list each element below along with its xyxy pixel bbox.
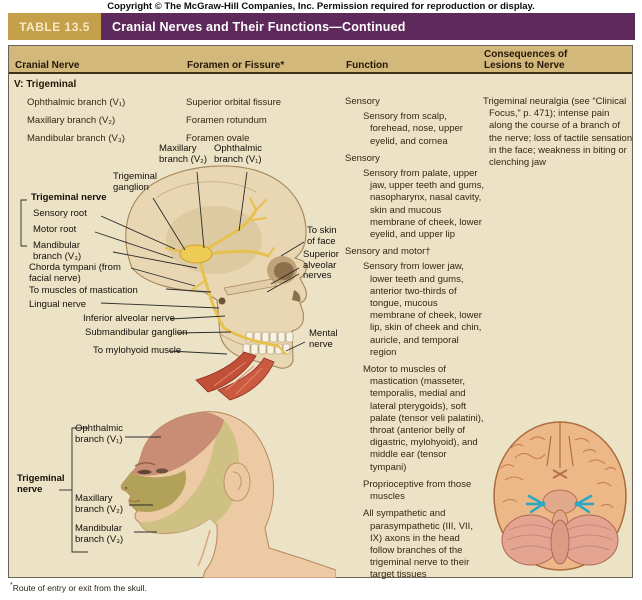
label-to-skin-of-face: To skin of face: [307, 225, 337, 247]
cerebellum-folia: [506, 524, 614, 551]
label-mandibular-branch: Mandibular branch (V₃): [33, 240, 82, 262]
label-submandibular-ganglion: Submandibular ganglion: [85, 327, 188, 338]
col-header-function: Function: [346, 60, 389, 71]
function-paragraph: Sensory from scalp, forehead, nose, uppe…: [363, 111, 463, 147]
gyri: [500, 436, 617, 509]
label-chorda-tympani: Chorda tympani (from facial nerve): [29, 262, 121, 284]
label-sensory-root: Sensory root: [33, 208, 87, 219]
foramen-value: Foramen ovale: [186, 133, 250, 144]
function-heading: Sensory: [345, 96, 380, 107]
ear: [223, 462, 251, 502]
foramen-value: Superior orbital fissure: [186, 97, 282, 108]
label-muscles-of-mastication: To muscles of mastication: [29, 285, 138, 296]
trigeminal-nerve-right: [574, 494, 595, 514]
label-mental-nerve: Mental nerve: [309, 328, 338, 350]
lower-teeth: [242, 343, 291, 355]
olfactory-tracts: [546, 435, 574, 467]
function-paragraph: All sympathetic and parasympathetic (III…: [363, 508, 473, 581]
consequences-column: Trigeminal neuralgia (see “Clinical Focu…: [483, 96, 633, 169]
label-lingual-nerve: Lingual nerve: [29, 299, 87, 310]
brain-inferior-view-illustration: [493, 421, 627, 571]
neck-shading: [197, 529, 211, 567]
optic-chiasm: [552, 469, 568, 479]
label-head-ophthalmic-branch: Ophthalmic branch (V₁): [75, 423, 124, 445]
zone-v1-ophthalmic: [131, 412, 224, 476]
branch-name: Mandibular branch (V₃): [27, 133, 125, 144]
label-head-mandibular-branch: Mandibular branch (V₃): [75, 523, 124, 545]
table-number-badge: TABLE 13.5: [8, 13, 101, 40]
label-head-trigeminal-nerve: Trigeminal nerve: [17, 473, 65, 495]
copyright-line: Copyright © The McGraw-Hill Companies, I…: [107, 1, 535, 12]
foramen-value: Foramen rotundum: [186, 115, 267, 126]
footnote-text: Route of entry or exit from the skull.: [12, 582, 147, 593]
label-trigeminal-nerve: Trigeminal nerve: [31, 192, 107, 203]
footnote: *Route of entry or exit from the skull.: [10, 582, 147, 593]
col-header-cranial-nerve: Cranial Nerve: [15, 60, 80, 71]
foramen-column: Superior orbital fissure Foramen rotundu…: [186, 97, 281, 151]
far-eye: [156, 468, 168, 474]
trigeminal-ganglion-shape: [179, 244, 213, 264]
label-ophthalmic-branch: Ophthalmic branch (V₁): [214, 143, 263, 165]
table-body: Cranial Nerve Foramen or Fissure* Functi…: [8, 45, 633, 580]
label-inferior-alveolar-nerve: Inferior alveolar nerve: [83, 313, 175, 324]
label-trigeminal-ganglion: Trigeminal ganglion: [113, 171, 157, 193]
col-header-foramen: Foramen or Fissure*: [187, 60, 285, 71]
label-maxillary-branch: Maxillary branch (V₂): [159, 143, 208, 165]
label-superior-alveolar-nerves: Superior alveolar nerves: [303, 249, 339, 281]
vermis: [550, 519, 570, 565]
function-paragraph: Proprioceptive from those muscles: [363, 478, 472, 503]
eyebrow: [134, 462, 156, 467]
branch-name-column: Ophthalmic branch (V₁) Maxillary branch …: [27, 97, 125, 151]
head-sensory-zones-illustration: [120, 411, 336, 578]
temporal-fossa: [166, 206, 262, 274]
function-heading: Sensory and motor†: [345, 246, 431, 258]
branch-name: Ophthalmic branch (V₁): [27, 97, 126, 108]
function-paragraph: Sensory from palate, upper jaw, upper te…: [363, 168, 485, 241]
function-paragraph: Sensory from lower jaw, lower teeth and …: [363, 261, 482, 358]
footnote-marker: *: [10, 582, 13, 589]
branch-name: Maxillary branch (V₂): [27, 115, 116, 126]
lip-line: [128, 499, 141, 503]
column-header-band: [9, 46, 632, 74]
zone-v3-mandibular: [139, 420, 240, 533]
function-heading: Sensory: [345, 152, 380, 164]
label-motor-root: Motor root: [33, 224, 77, 235]
col-header-consequences: Consequences of Lesions to Nerve: [484, 49, 568, 71]
function-column: Sensory Sensory from scalp, forehead, no…: [345, 96, 485, 587]
table-banner: TABLE 13.5 Cranial Nerves and Their Func…: [8, 13, 635, 40]
table-title: Cranial Nerves and Their Functions—Conti…: [112, 19, 406, 34]
trigeminal-nerve-left: [525, 494, 546, 514]
ear-canal: [218, 297, 226, 305]
nostril: [124, 486, 128, 490]
eye: [137, 469, 152, 475]
function-paragraph: Motor to muscles of mastication (massete…: [363, 364, 484, 473]
label-head-maxillary-branch: Maxillary branch (V₂): [75, 493, 124, 515]
eye-socket-inner: [274, 262, 294, 280]
nasal-aperture: [292, 290, 301, 302]
neck-muscles: [195, 351, 275, 401]
ear-inner-fold: [232, 471, 242, 491]
row-group-title: V: Trigeminal: [14, 79, 77, 90]
label-mylohyoid-muscle: To mylohyoid muscle: [93, 345, 182, 356]
